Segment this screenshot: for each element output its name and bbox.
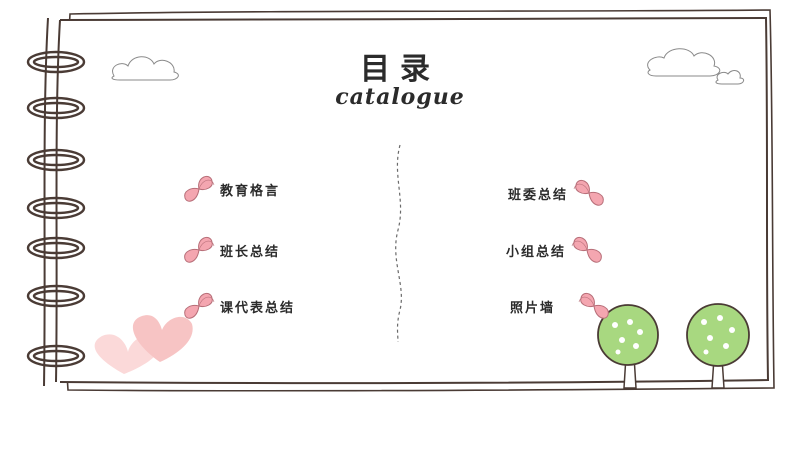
- catalogue-item-label: 小组总结: [506, 244, 567, 260]
- butterfly-icon: [184, 292, 215, 319]
- tree-icon: [686, 303, 750, 389]
- tree-icon: [597, 304, 659, 389]
- notebook-spine: [43, 17, 49, 387]
- dashed-divider: [395, 144, 402, 343]
- cloud-icon: [111, 56, 179, 81]
- catalogue-item-right-1[interactable]: 班委总结: [508, 177, 606, 209]
- catalogue-item-label: 班长总结: [220, 244, 281, 260]
- catalogue-item-label: 教育格言: [220, 183, 281, 199]
- butterfly-icon: [571, 236, 602, 263]
- butterfly-icon: [578, 292, 609, 319]
- catalogue-item-left-2[interactable]: 班长总结: [182, 234, 280, 266]
- cloud-icon: [647, 48, 745, 85]
- butterfly-icon: [573, 179, 604, 206]
- catalogue-item-left-1[interactable]: 教育格言: [182, 173, 280, 205]
- butterfly-icon: [184, 236, 215, 263]
- notebook-page-front: [59, 16, 770, 385]
- catalogue-item-right-2[interactable]: 小组总结: [506, 234, 604, 266]
- catalogue-item-left-3[interactable]: 课代表总结: [182, 290, 295, 322]
- heart-icon: [94, 315, 193, 374]
- butterfly-icon: [184, 175, 215, 202]
- page-title: 目录: [360, 52, 440, 87]
- catalogue-item-label: 课代表总结: [220, 300, 296, 316]
- notebook-page-left-edge: [55, 19, 61, 383]
- page-subtitle: catalogue: [335, 84, 465, 110]
- binding-rings: [26, 50, 86, 368]
- catalogue-item-right-3[interactable]: 照片墙: [510, 290, 611, 322]
- catalogue-item-label: 班委总结: [508, 187, 569, 203]
- catalogue-item-label: 照片墙: [510, 300, 556, 316]
